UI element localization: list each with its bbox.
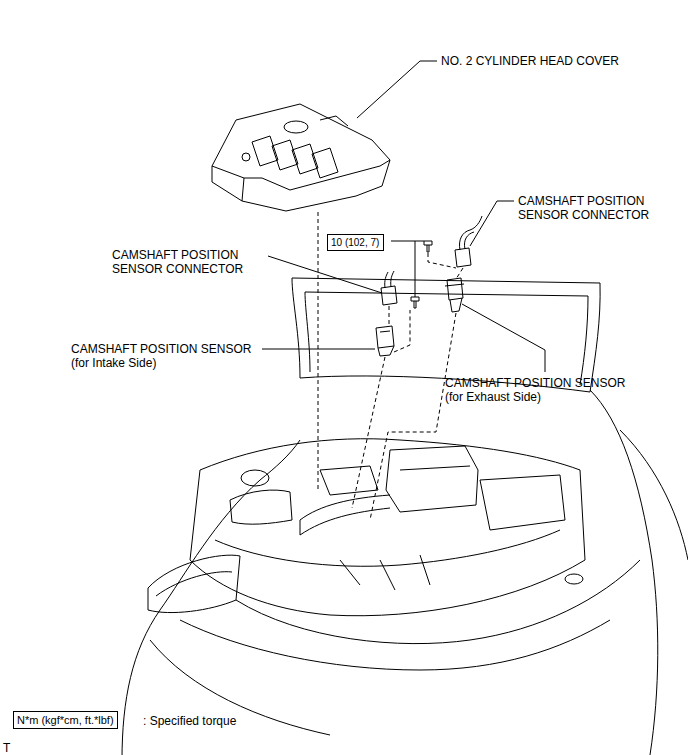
- figure-code: T: [3, 741, 23, 755]
- torque-unit-box: N*m (kgf*cm, ft.*lbf): [13, 711, 118, 729]
- part-name: CAMSHAFT POSITION SENSOR (for Exhaust Si…: [445, 376, 640, 404]
- part-name: CAMSHAFT POSITION SENSOR CONNECTOR: [518, 194, 678, 222]
- part-name: CAMSHAFT POSITION SENSOR (for Intake Sid…: [71, 342, 266, 370]
- part-name: CAMSHAFT POSITION SENSOR CONNECTOR: [112, 248, 272, 276]
- box-text: 10 (102, 7): [331, 236, 380, 249]
- torque-box: 10 (102, 7): [327, 234, 384, 251]
- part-name: NO. 2 CYLINDER HEAD COVER: [441, 54, 681, 68]
- legend-text: : Specified torque: [143, 714, 283, 728]
- box-text: N*m (kgf*cm, ft.*lbf): [17, 713, 114, 727]
